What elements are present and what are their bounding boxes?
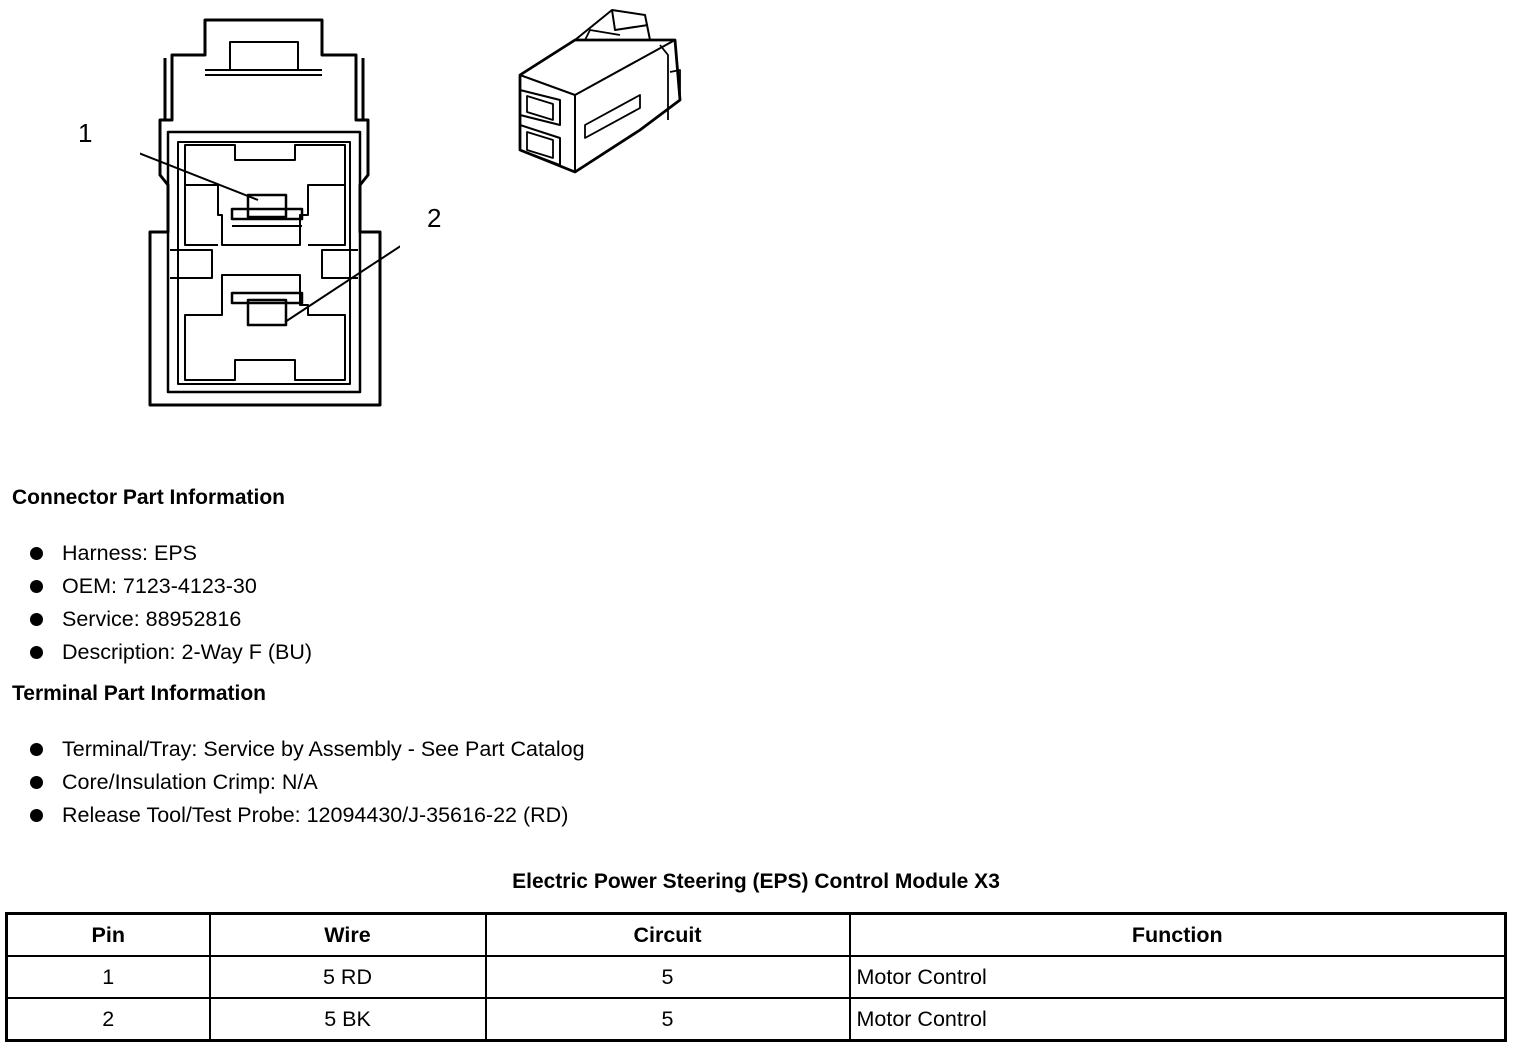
- function-cell: Motor Control: [848, 955, 1507, 999]
- list-item: Service: 88952816: [28, 603, 312, 636]
- bullet-icon: [30, 743, 43, 756]
- connector-isometric-view: [518, 9, 682, 174]
- list-item: Core/Insulation Crimp: N/A: [28, 766, 585, 799]
- description-value: Description: 2-Way F (BU): [62, 640, 313, 664]
- callout-2-label: 2: [427, 203, 442, 233]
- bullet-icon: [30, 580, 43, 593]
- terminal-2: [246, 298, 288, 327]
- circuit-cell: 5: [484, 955, 851, 999]
- column-header-pin: Pin: [5, 912, 211, 957]
- crimp-value: Core/Insulation Crimp: N/A: [62, 770, 318, 794]
- bullet-icon: [30, 613, 43, 626]
- column-header-circuit: Circuit: [484, 912, 851, 957]
- circuit-cell: 5: [484, 997, 851, 1042]
- terminal-1: [246, 193, 288, 219]
- list-item: Harness: EPS: [28, 537, 312, 570]
- harness-value: Harness: EPS: [62, 541, 198, 565]
- terminal-info-heading: Terminal Part Information: [12, 682, 266, 705]
- bullet-icon: [30, 809, 43, 822]
- terminal-tray-value: Terminal/Tray: Service by Assembly - See…: [62, 737, 585, 761]
- bullet-icon: [30, 776, 43, 789]
- bullet-icon: [30, 646, 43, 659]
- release-tool-value: Release Tool/Test Probe: 12094430/J-3561…: [62, 803, 569, 827]
- bullet-icon: [30, 547, 43, 560]
- callout-1-label: 1: [78, 118, 93, 148]
- pin-table: Pin Wire Circuit Function 1 5 RD 5 Motor…: [5, 912, 1507, 1042]
- pin-cell: 1: [5, 955, 211, 999]
- callout-1-leader: [140, 152, 259, 201]
- table-header-row: Pin Wire Circuit Function: [5, 912, 1507, 957]
- list-item: OEM: 7123-4123-30: [28, 570, 312, 603]
- terminal-info-list: Terminal/Tray: Service by Assembly - See…: [28, 733, 585, 832]
- list-item: Description: 2-Way F (BU): [28, 636, 312, 669]
- column-header-wire: Wire: [208, 912, 487, 957]
- wire-cell: 5 RD: [208, 955, 487, 999]
- service-value: Service: 88952816: [62, 607, 242, 631]
- pin-cell: 2: [5, 997, 211, 1042]
- connector-info-list: Harness: EPS OEM: 7123-4123-30 Service: …: [28, 537, 312, 669]
- column-header-function: Function: [848, 912, 1507, 957]
- callout-2-leader: [284, 245, 400, 323]
- table-row: 1 5 RD 5 Motor Control: [5, 955, 1507, 999]
- list-item: Release Tool/Test Probe: 12094430/J-3561…: [28, 799, 585, 832]
- oem-value: OEM: 7123-4123-30: [62, 574, 257, 598]
- table-row: 2 5 BK 5 Motor Control: [5, 997, 1507, 1042]
- housing-outline: [148, 18, 382, 407]
- connector-face-view: [140, 18, 400, 407]
- connector-info-heading: Connector Part Information: [12, 486, 286, 509]
- function-cell: Motor Control: [848, 997, 1507, 1042]
- table-title: Electric Power Steering (EPS) Control Mo…: [512, 870, 1000, 893]
- list-item: Terminal/Tray: Service by Assembly - See…: [28, 733, 585, 766]
- wire-cell: 5 BK: [208, 997, 487, 1042]
